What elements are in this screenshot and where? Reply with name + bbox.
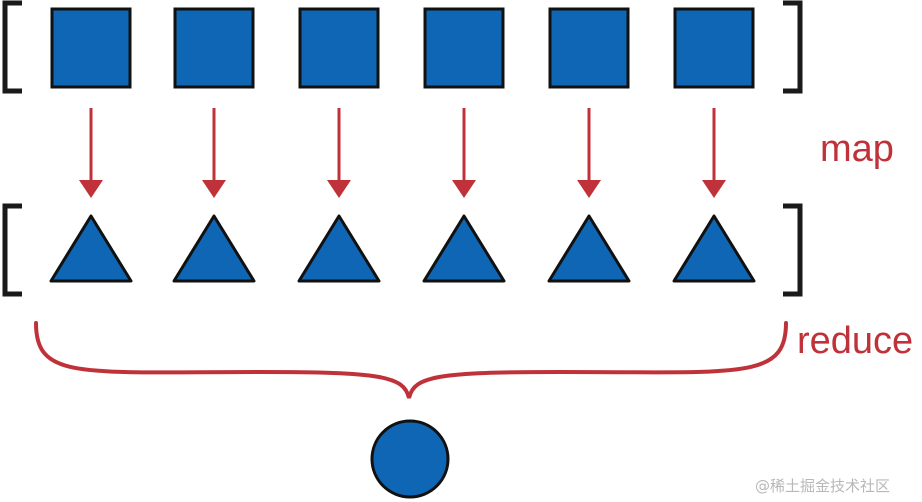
map-arrow-4 [452, 108, 476, 198]
input-list-left-bracket [2, 0, 22, 94]
mapped-triangle-3 [297, 214, 381, 283]
input-square-4 [423, 7, 505, 89]
reduce-result-circle [370, 419, 450, 499]
reduce-brace [34, 321, 788, 399]
input-square-5 [548, 7, 630, 89]
mapped-triangle-4 [422, 214, 506, 283]
map-arrow-5 [577, 108, 601, 198]
input-list-right-bracket [783, 0, 803, 94]
input-square-6 [673, 7, 755, 89]
reduce-label: reduce [797, 320, 913, 362]
mapped-items [49, 214, 756, 283]
input-square-1 [50, 7, 132, 89]
map-label: map [820, 128, 894, 170]
mapped-list-left-bracket [2, 203, 22, 297]
watermark: @稀土掘金技术社区 [755, 477, 890, 495]
mapped-triangle-5 [547, 214, 631, 283]
mapped-triangle-1 [49, 214, 133, 283]
mapped-list-right-bracket [783, 203, 803, 297]
map-arrow-3 [327, 108, 351, 198]
map-arrow-6 [702, 108, 726, 198]
input-square-3 [298, 7, 380, 89]
mapped-triangle-2 [172, 214, 256, 283]
input-items [50, 7, 755, 89]
map-arrow-1 [79, 108, 103, 198]
map-arrows [79, 108, 726, 198]
input-square-2 [173, 7, 255, 89]
map-arrow-2 [202, 108, 226, 198]
mapped-triangle-6 [672, 214, 756, 283]
